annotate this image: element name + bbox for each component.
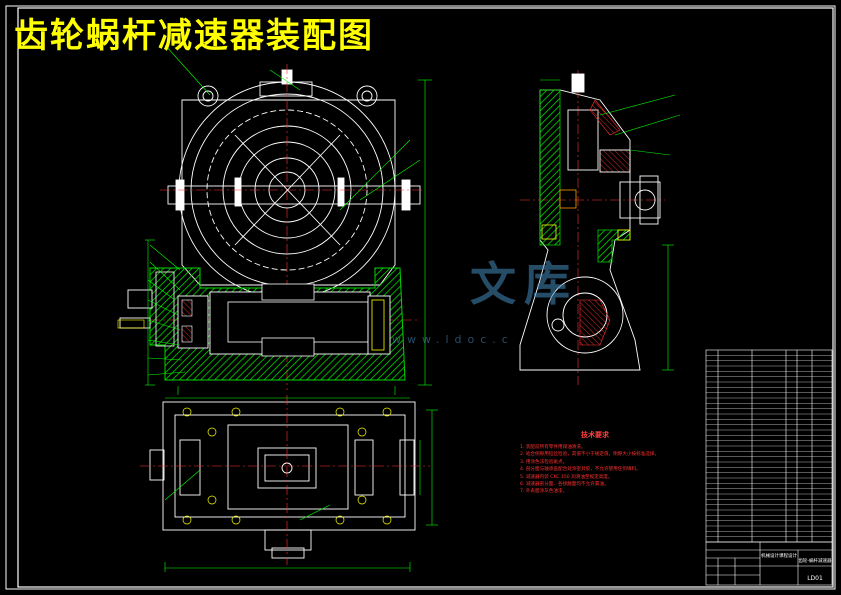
side-view-sections — [539, 89, 631, 346]
inner-frame — [17, 7, 834, 588]
top-leaders — [164, 397, 438, 572]
technical-requirement-line: 4. 剖分面与轴承盖配合处涂密封胶，不允许使用任何填料。 — [520, 467, 641, 473]
drawing-title: 齿轮蜗杆减速器装配图 — [14, 16, 374, 56]
top-view — [140, 395, 430, 565]
shaft-label-box — [117, 319, 145, 329]
worm-housing-section — [119, 267, 406, 381]
technical-requirement-line: 7. 外表面涂灰色油漆。 — [520, 489, 568, 495]
technical-requirement-line: 5. 减速器内装 CKC 150 润滑油至规定高度。 — [520, 474, 613, 480]
technical-requirements: 技术要求 1. 装配前所有零件用煤油清洗。 2. 啮合侧隙用铅丝检验，其值不小于规… — [520, 430, 690, 496]
parts-list-rows — [706, 355, 832, 537]
technical-requirement-line: 3. 用涂色法检验斑点。 — [520, 459, 568, 465]
front-leaders — [145, 44, 432, 395]
drawing-border — [5, 5, 836, 590]
technical-requirement-line: 6. 减速器剖分面、各接触面均不允许漏油。 — [520, 482, 609, 488]
technical-requirement-line: 2. 啮合侧隙用铅丝检验，其值不小于规定值，侧隙大小按标准选择。 — [520, 452, 660, 458]
title-block-part-name: 齿轮-蜗杆减速器 — [798, 557, 832, 564]
technical-requirements-list: 1. 装配前所有零件用煤油清洗。 2. 啮合侧隙用铅丝检验，其值不小于规定值，侧隙… — [520, 444, 690, 496]
title-block-drawing-no: LD01 — [807, 575, 823, 582]
watermark-url: www.ldoc.c — [392, 333, 514, 346]
side-view — [519, 70, 665, 385]
side-leaders — [540, 79, 681, 371]
top-view-bolts — [182, 407, 392, 525]
technical-requirements-heading: 技术要求 — [581, 431, 609, 439]
watermark-text: 文库 — [470, 257, 578, 311]
title-block-school: 机械设计课程设计 — [761, 552, 797, 559]
title-block — [705, 541, 833, 586]
technical-requirement-line: 1. 装配前所有零件用煤油清洗。 — [520, 445, 586, 450]
